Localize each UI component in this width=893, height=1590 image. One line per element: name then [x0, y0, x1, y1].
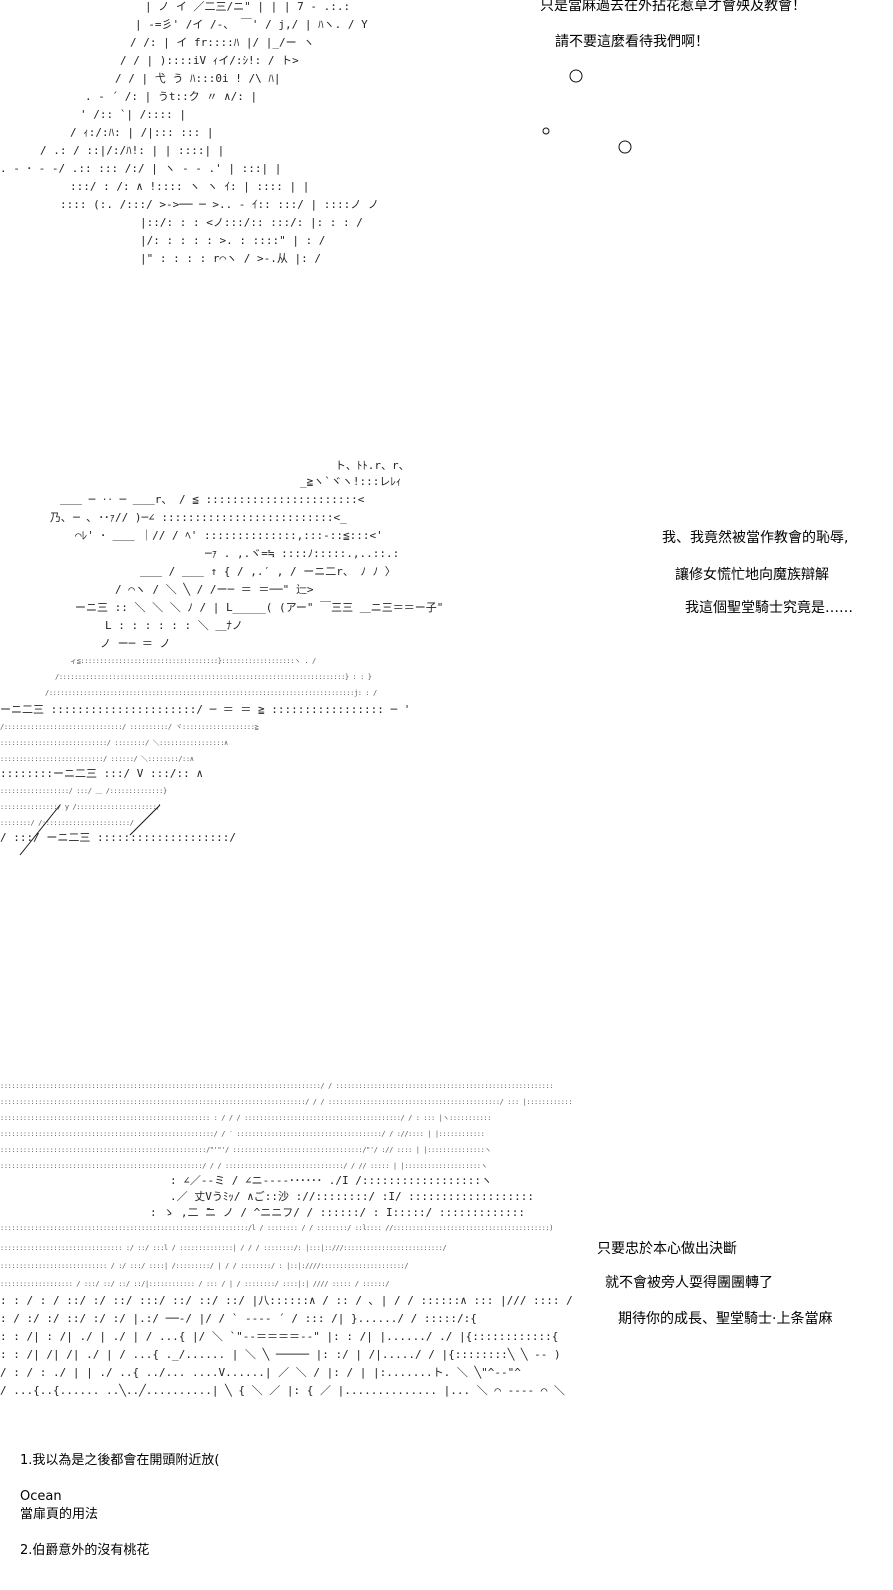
svg-text:/ ...{..{...... ..╲..╱........: / ...{..{...... ..╲..╱..........| ╲ { ＼ …	[0, 1383, 565, 1397]
panel-2-caption-line-3: 我這個聖堂騎士究竟是……	[685, 600, 853, 616]
svg-text:ノ ー─ ＝ ノ: ノ ー─ ＝ ノ	[100, 637, 171, 650]
ascii-art-panel-3-drawing: ::::::::::::::::::::::::::::::::::::::::…	[0, 1082, 573, 1397]
ascii-art-panel-3: ::::::::::::::::::::::::::::::::::::::::…	[0, 1078, 893, 1403]
svg-text:: ∠／‐‐ミ / ∠ニ‐‐‐-･･: : ∠／‐‐ミ / ∠ニ‐‐‐-･･････ ./I /::::::::::::…	[170, 1174, 492, 1187]
svg-text:|::/: : :: |::/: : : <ノ:::/:: :::/: |: : : /	[140, 216, 363, 229]
svg-text:/ /: | イ fr::::ﾊ: / /: | イ fr::::ﾊ |/ |_/ー ヽ	[130, 36, 314, 49]
svg-text:' /:: `|: ' /:: `| /:::: |	[80, 108, 186, 121]
svg-text::::/ : /: ∧ !:::: ヽ ヽ: :::/ : /: ∧ !:::: ヽ ヽ ｲ: | :::: | |	[70, 180, 309, 193]
svg-text:::::::::::::::::::::::::::::::: ::::::::::::::::::::::::::::::::::::::::…	[0, 1114, 491, 1122]
svg-text::::::::::::::::::::::::::::: /: :::::::::::::::::::::::::::: / :/ :::/ :…	[0, 1262, 408, 1270]
svg-text:L : : : : : : ＼ ＿ﾅノ: L : : : : : : ＼ ＿ﾅノ	[105, 619, 243, 632]
svg-text:/ ⌒ヽ / ＼ ╲ / /ー─: / ⌒ヽ / ＼ ╲ / /ー─ ＝ ＝──" 辷>	[115, 582, 314, 596]
ascii-art-panel-1: | ノ イ ／二三/ニ" | | | 7 - .:.: | ‐=彡' /イ /‐…	[0, 0, 893, 270]
svg-text:: : /| : /| ./ | ./ | / ...{: : : /| : /| ./ | ./ | / ...{ |/ ＼ `"‐‐＝＝…	[0, 1330, 558, 1343]
svg-text:::::::::::::::::::: / :::/ ::/: ::::::::::::::::::: / :::/ ::/ ::/ ::/|:…	[0, 1280, 389, 1288]
svg-text::::: (:. /:::/ >‐>── ─ >..: :::: (:. /:::/ >‐>── ─ >.. ‐ ｲ:: :::/ | …	[60, 198, 379, 211]
svg-text:ーニ三 :: ＼ ＼ ＼ ﾉ / |: ーニ三 :: ＼ ＼ ＼ ﾉ / | L_____( (アー" ￣三三 ＿ニ三＝…	[75, 600, 443, 614]
svg-text:/ / | )::::iV: / / | )::::iV ｨイ/:ｼ!: / ト>	[120, 54, 299, 67]
svg-text:⌒ﾚ' ･ ＿＿ ｜// / ﾍ' ::: ⌒ﾚ' ･ ＿＿ ｜// / ﾍ' ::::::::::::::,:::-::≦…	[75, 529, 383, 542]
footnote-2: 2.伯爵意外的沒有桃花	[20, 1543, 150, 1558]
svg-text:::::::::::::::::::::::::::::::: ::::::::::::::::::::::::::::::::::::::::…	[0, 1146, 491, 1154]
svg-text:::::::::::::::::::::::::::::::: ::::::::::::::::::::::::::::::::::::::::…	[0, 1162, 487, 1170]
svg-text:|/: : : : :: |/: : : : : >. : ::::" | : /	[140, 234, 325, 247]
svg-text:_≧ヽ`ヾヽ!:::レﾚｨ: _≧ヽ`ヾヽ!:::レﾚｨ	[300, 475, 401, 488]
svg-text:::::::::ーニ二三 :::/: ::::::::ーニ二三 :::/ V :::/:: ∧	[0, 767, 203, 780]
svg-text:乃､ ─ ､ ･･ｧ// )─∠ :: 乃､ ─ ､ ･･ｧ// )─∠ :::::::::::::::::::::::…	[50, 511, 347, 524]
svg-text:＿＿ / ＿＿ ↑ {: ＿＿ / ＿＿ ↑ { / ,.′ , / ーニ二r、 ﾉ ﾉ 〉	[140, 565, 396, 578]
panel-2-caption-line-2: 讓修女慌忙地向魔族辯解	[675, 567, 829, 583]
svg-text:/ :::/ ーニ二三 :::::::::::: / :::/ ーニ二三 ::::::::::::::::::::/	[0, 831, 236, 844]
svg-text:: / :/ :/ ::/ :/ :/ |.:/ ──‐: : / :/ :/ ::/ :/ :/ |.:/ ──‐/ |/ / ` ‐--…	[0, 1312, 477, 1325]
footnote-1-continued: 當扉頁的用法	[20, 1507, 99, 1522]
svg-text:ィ≦::::::::::::::::::::::::::::: ィ≦::::::::::::::::::::::::::::::::::::}:…	[70, 657, 316, 665]
svg-text:::::::::::::::::::::::::::::::: :::::::::::::::::::::::::::::::: :/ ::/ …	[0, 1244, 446, 1252]
svg-text:＿＿ ─ ‥ ─ ＿＿r、 / ≦ :::::::: ＿＿ ─ ‥ ─ ＿＿r、 / ≦ ::::::::::::::::::::::…	[60, 493, 365, 506]
svg-text:ーニ二三 ::::::::::::::::::::::/ ─: ーニ二三 ::::::::::::::::::::::/ ─ ＝ ＝ ≧ :::…	[0, 703, 410, 716]
svg-text:/:::::::::::::::::::::::::::::: /:::::::::::::::::::::::::::::::/ ::::::…	[0, 723, 259, 731]
svg-text:::::::::::::::::::/ :::/: ::::::::::::::::::/ :::/ ＿ /::::::::::::…	[0, 787, 167, 795]
svg-text::::::::::::::::/: :::::::::::::::/ y /::::::::::::::::::::…	[0, 803, 160, 811]
svg-text:: : /| /| /| ./ | / ...{ ._/..: : : /| /| /| ./ | / ...{ ._/...... | ＼ ╲…	[0, 1347, 561, 1361]
panel-3-caption-line-3: 期待你的成長、聖堂騎士·上条當麻	[618, 1311, 833, 1327]
svg-text:─ｧ . ,.ヾ=≒ :: ─ｧ . ,.ヾ=≒ ::::ﾉ:::::.,..::.:	[204, 547, 399, 560]
svg-text:. - ･ - ‐/ .:: ::: /:/ |: . - ･ - ‐/ .:: ::: /:/ | ヽ ‐ - .' | :::|…	[0, 162, 281, 175]
svg-text:: ゝ ,二 ̄ニ ノ / ^ニ: : ゝ ,二 ̄ニ ノ / ^ニニフ/ / ::::::/ : I:::::/ …	[150, 1206, 525, 1219]
ascii-art-panel-2-drawing: ト、ﾄﾄ.r、r、 _≧ヽ`ヾヽ!:::レﾚｨ ＿＿ ─ ‥ ─ ＿＿r、 / …	[0, 459, 443, 856]
footnote-1: 1.我以為是之後都會在開頭附近放(	[20, 1453, 220, 1468]
svg-text:ト、ﾄﾄ.r、r、: ト、ﾄﾄ.r、r、	[335, 459, 410, 472]
svg-text:/ / | 弋 う: / / | 弋 う ﾊ:::0i ! /\ ﾊ|	[115, 72, 280, 85]
svg-text:/ .: / ::|/:/ﾊ!: |: / .: / ::|/:/ﾊ!: | | ::::| |	[40, 144, 224, 157]
panel-1-caption-line-1: 只是當麻過去在外拈花惹草才會殃及教會！	[540, 0, 806, 14]
svg-text:.／ 丈Vうﾐｯ/ ∧ご::沙: .／ 丈Vうﾐｯ/ ∧ご::沙 ://::::::::/ :I/ :::::::…	[170, 1189, 534, 1203]
svg-text:: : / : / ::/ :/ ::/ :::/ ::/: : : / : / ::/ :/ ::/ :::/ ::/ ::/ ::/ |八…	[0, 1294, 573, 1307]
svg-text:::::::::::::::::::::::::::::::: ::::::::::::::::::::::::::::::::::::::::…	[0, 1098, 572, 1106]
svg-text:| ‐=彡' /イ /‐、 ￣' / j: | ‐=彡' /イ /‐、 ￣' / j,/ | ﾊヽ. / Y	[135, 17, 368, 31]
svg-text:::::::::::::::::::::::::::::::: ::::::::::::::::::::::::::::::::::::::::…	[0, 1130, 484, 1138]
footnote-author: Ocean	[20, 1489, 62, 1504]
svg-text:| ノ イ ／二三/ニ" | |: | ノ イ ／二三/ニ" | | | 7 - .:.:	[145, 0, 350, 13]
svg-text:::::::::::::::::::::::::::::::: ::::::::::::::::::::::::::::::::::::::::…	[0, 1082, 553, 1090]
panel-1-caption-line-2: 請不要這麼看待我們啊！	[555, 34, 709, 50]
svg-text:/ ｨ:/:ﾊ: |: / ｨ:/:ﾊ: | /|::: ::: |	[70, 126, 213, 139]
svg-text:::::::::::::::::::::::::::::::: ::::::::::::::::::::::::::::::::::::::::…	[0, 1224, 553, 1232]
svg-text:/ : / : ./ | | ./ ..{ ../...: / : / : ./ | | ./ ..{ ../... ....V......…	[0, 1365, 521, 1379]
svg-text:|" : : : : r⌒ヽ: |" : : : : r⌒ヽ / >‐.从 |: /	[140, 252, 321, 265]
ascii-art-panel-1-drawing: | ノ イ ／二三/ニ" | | | 7 - .:.: | ‐=彡' /イ /‐…	[0, 0, 632, 265]
svg-text::::::::::::::::::::::::::::/ :: :::::::::::::::::::::::::::/ ::::::/ ＼::…	[0, 755, 194, 763]
svg-text:/:::::::::::::::::::::::::::::: /:::::::::::::::::::::::::::::::::::::::…	[45, 689, 377, 697]
panel-3-caption-line-1: 只要忠於本心做出決斷	[597, 1241, 737, 1257]
svg-text:::::::::::::::::::::::::::::/: ::::::::::::::::::::::::::::/ ::::::::/ …	[0, 739, 228, 747]
svg-text:. ‐ ´ /: |: . ‐ ´ /: | うt::ク 〃 ∧/: |	[85, 90, 257, 103]
svg-text:::::::::/ /: ::::::::/ /:::::::::::::::::::::::/	[0, 819, 134, 827]
svg-text:/:::::::::::::::::::::::::::::: /:::::::::::::::::::::::::::::::::::::::…	[55, 673, 372, 681]
ascii-art-panel-2: ト、ﾄﾄ.r、r、 _≧ヽ`ヾヽ!:::レﾚｨ ＿＿ ─ ‥ ─ ＿＿r、 / …	[0, 455, 893, 875]
panel-2-caption-line-1: 我、我竟然被當作教會的恥辱,	[662, 530, 849, 546]
panel-3-caption-line-2: 就不會被旁人耍得團團轉了	[605, 1275, 773, 1291]
